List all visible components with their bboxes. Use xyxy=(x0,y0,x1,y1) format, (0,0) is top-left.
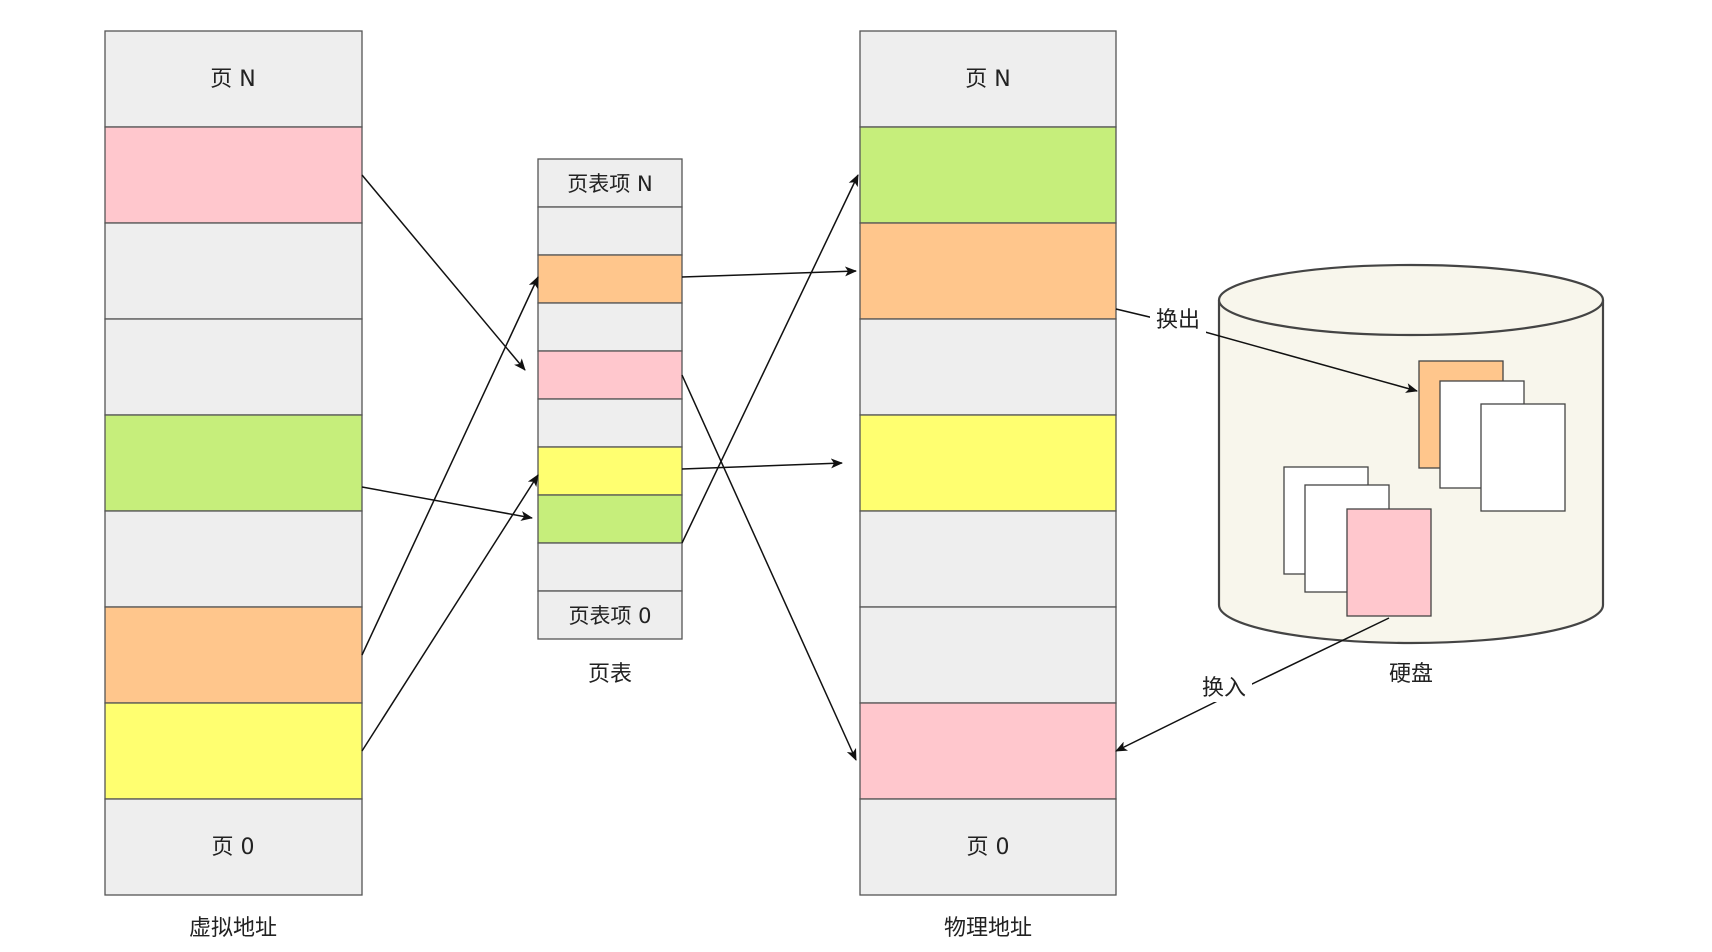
pte-1 xyxy=(537,206,683,256)
swap-in-label: 换入 xyxy=(1202,676,1246,701)
disk-page-pink xyxy=(1346,508,1432,617)
ppage-5 xyxy=(859,510,1117,608)
vpage-6 xyxy=(104,606,363,704)
ppage-3 xyxy=(859,318,1117,416)
page-table-bottom-label: 页表项 0 xyxy=(568,604,651,628)
virtual-bottom-label: 页 0 xyxy=(212,835,255,860)
vpage-4 xyxy=(104,414,363,512)
arrow-pte-green-to-pgreen xyxy=(681,174,859,544)
page-table-column: 页表项 N 页表项 0 页表 xyxy=(537,158,683,687)
page-table-caption: 页表 xyxy=(588,662,632,687)
ppage-0 xyxy=(859,30,1117,128)
hard-disk: 硬盘 xyxy=(1217,263,1605,687)
ppage-7 xyxy=(859,702,1117,800)
vpage-2 xyxy=(104,222,363,320)
pte-6 xyxy=(537,446,683,496)
pte-7 xyxy=(537,494,683,544)
pte-5 xyxy=(537,398,683,448)
physical-address-column: 页 N 页 0 物理地址 xyxy=(859,30,1117,941)
pte-3 xyxy=(537,302,683,352)
vpage-3 xyxy=(104,318,363,416)
disk-caption: 硬盘 xyxy=(1389,662,1433,687)
swap-out-label-bg xyxy=(1150,304,1206,334)
page-table-top-label: 页表项 N xyxy=(567,172,652,196)
pte-0 xyxy=(537,158,683,208)
virtual-top-label: 页 N xyxy=(210,67,255,92)
pte-8 xyxy=(537,542,683,592)
ppage-2 xyxy=(859,222,1117,320)
arrow-pte-pink-to-ppink xyxy=(681,374,857,761)
arrow-swap-in xyxy=(1115,617,1390,752)
arrow-vorange-to-pte-orange xyxy=(361,276,539,656)
vpage-7 xyxy=(104,702,363,800)
ppage-8 xyxy=(859,798,1117,896)
vpage-0 xyxy=(104,30,363,128)
ppage-4 xyxy=(859,414,1117,512)
vpage-8 xyxy=(104,798,363,896)
ppage-1 xyxy=(859,126,1117,224)
swap-in-label-bg xyxy=(1196,672,1252,702)
ppage-6 xyxy=(859,606,1117,704)
physical-bottom-label: 页 0 xyxy=(967,835,1010,860)
virtual-caption: 虚拟地址 xyxy=(189,916,277,941)
arrow-pte-yellow-to-pyellow xyxy=(681,458,843,470)
arrow-vgreen-to-pte-green xyxy=(361,486,533,521)
disk-page-white-2 xyxy=(1480,403,1566,512)
pte-2 xyxy=(537,254,683,304)
physical-caption: 物理地址 xyxy=(944,916,1032,941)
disk-top xyxy=(1217,263,1605,337)
arrow-pte-orange-to-porange xyxy=(681,266,857,278)
virtual-address-column: 页 N 页 0 虚拟地址 xyxy=(104,30,363,941)
pte-9 xyxy=(537,590,683,640)
swap-out-label: 换出 xyxy=(1156,308,1200,333)
pte-4 xyxy=(537,350,683,400)
vpage-5 xyxy=(104,510,363,608)
physical-top-label: 页 N xyxy=(965,67,1010,92)
arrow-vpink-to-pte-pink xyxy=(361,174,526,371)
vpage-1 xyxy=(104,126,363,224)
arrow-vyellow-to-pte-yellow xyxy=(361,474,539,752)
